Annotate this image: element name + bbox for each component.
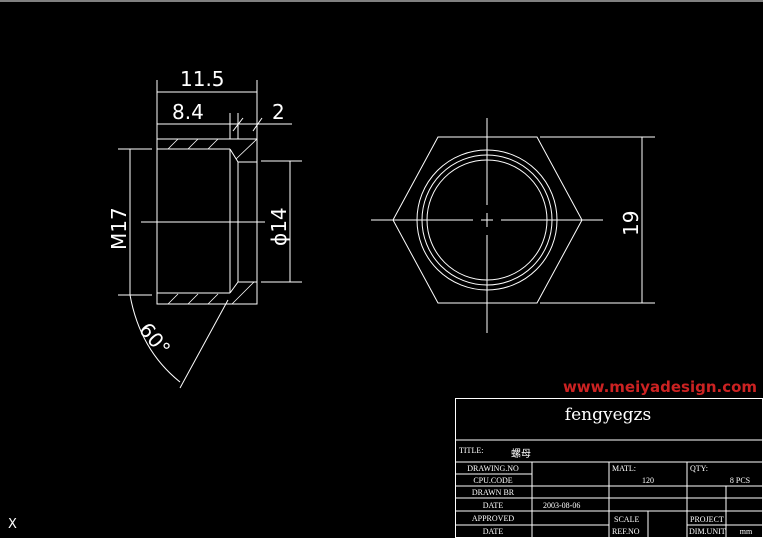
dim-overall-length: 11.5: [180, 67, 225, 91]
dim-thread: M17: [107, 207, 131, 250]
ref-no-label: REF.NO: [612, 527, 640, 536]
qty-label: QTY:: [690, 464, 708, 473]
project-label: PROJECT: [690, 515, 724, 524]
drawn-by-label: DRAWN BR: [472, 488, 515, 497]
dim-unit-value: mm: [740, 527, 753, 536]
date2-label: DATE: [483, 527, 504, 536]
date-value: 2003-08-06: [543, 501, 580, 510]
approved-label: APPROVED: [472, 514, 514, 523]
dim-thread-length: 8.4: [172, 100, 204, 124]
title-label: TITLE:: [459, 446, 483, 455]
dim-unit-label: DIM.UNIT: [689, 527, 726, 536]
dim-across-flats: 19: [619, 211, 643, 236]
dim-bore: ϕ14: [267, 207, 291, 246]
company-name: fengyegzs: [565, 405, 651, 425]
section-view: [118, 80, 302, 389]
material-value: 120: [642, 476, 654, 485]
qty-value: 8 PCS: [730, 476, 750, 485]
title-value: 螺母: [511, 448, 531, 460]
hex-view: [371, 118, 655, 333]
ucs-icon-label: X: [8, 517, 17, 532]
drawing-no-label: DRAWING.NO: [467, 464, 519, 473]
material-label: MATL:: [612, 464, 636, 473]
title-block: [455, 398, 763, 538]
date-label: DATE: [483, 501, 504, 510]
cpu-code-label: CPU.CODE: [473, 476, 512, 485]
scale-label: SCALE: [614, 515, 639, 524]
watermark: www.meiyadesign.com: [563, 378, 757, 396]
dim-chamfer: 2: [272, 100, 285, 124]
dim-angle: 60°: [134, 318, 175, 361]
